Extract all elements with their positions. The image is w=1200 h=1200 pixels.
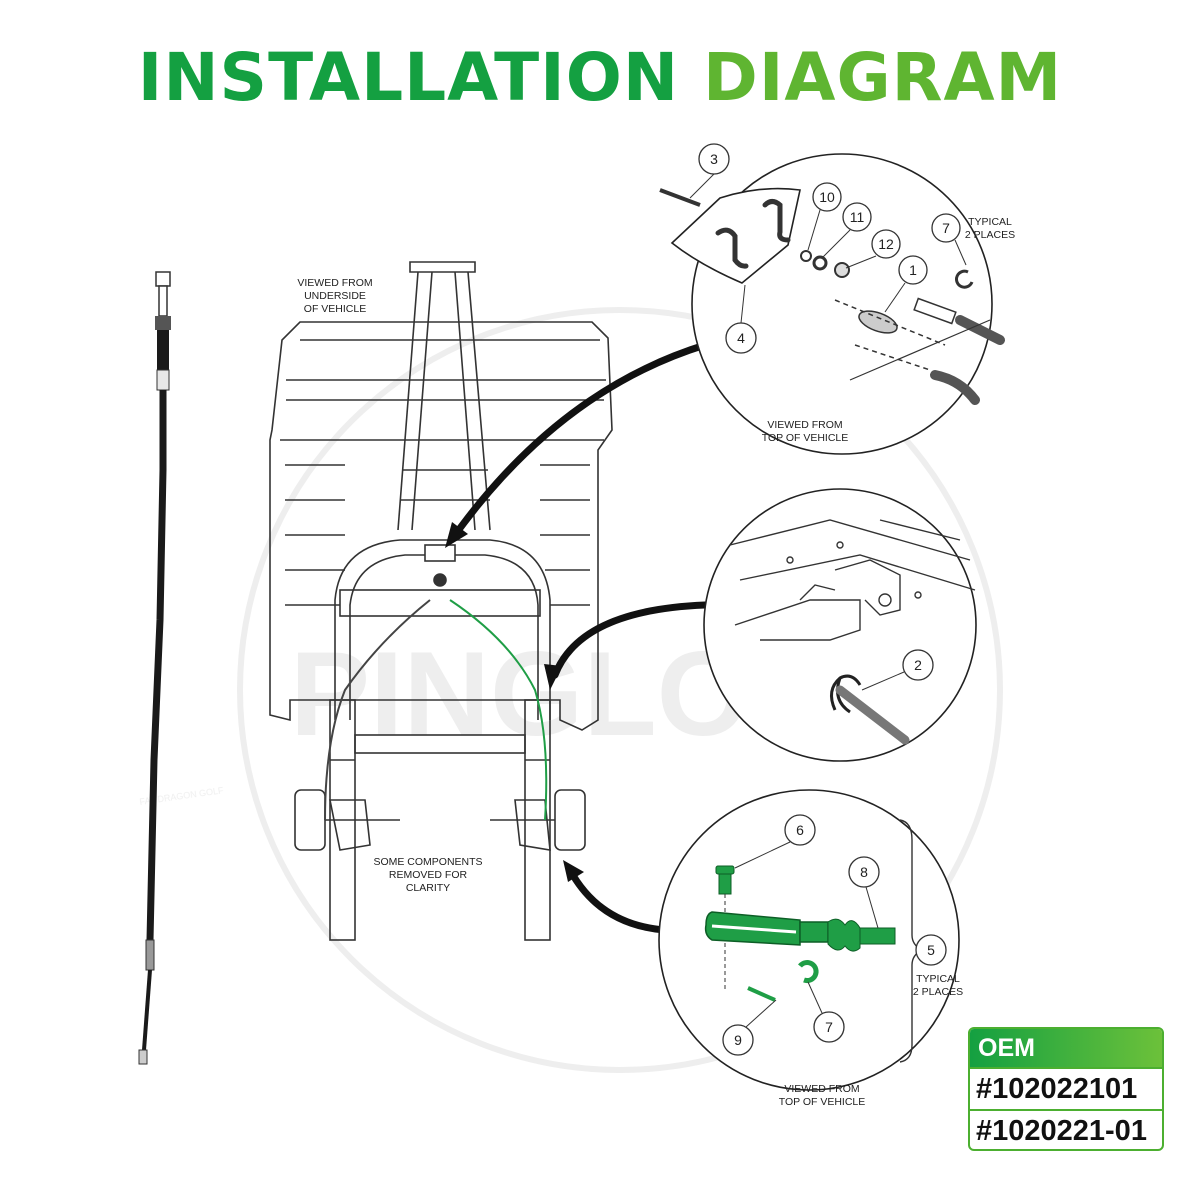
components-note-2: REMOVED FOR	[389, 869, 468, 881]
detail-top: 3 10 11 12 7 1 4 TYPICAL 2 PLACES VIEWED…	[659, 143, 1015, 455]
components-note-1: SOME COMPONENTS	[373, 856, 482, 868]
chassis-view	[269, 261, 613, 941]
callout-3: 3	[710, 151, 718, 167]
callout-5: 5	[927, 942, 935, 958]
callout-10: 10	[819, 189, 835, 205]
callout-4: 4	[737, 330, 745, 346]
chassis-cables	[324, 599, 548, 821]
chassis-labels: VIEWED FROM UNDERSIDE OF VEHICLE SOME CO…	[297, 277, 482, 894]
typical-top-2: 2 PLACES	[965, 229, 1015, 241]
oem-number-2: #1020221-01	[970, 1109, 1162, 1149]
callout-8: 8	[860, 864, 868, 880]
underside-label-3: OF VEHICLE	[304, 303, 366, 315]
underside-label-1: VIEWED FROM	[297, 277, 372, 289]
oem-badge: OEM #102022101 #1020221-01	[968, 1027, 1164, 1151]
callout-11: 11	[850, 209, 865, 225]
oem-header: OEM	[970, 1029, 1162, 1067]
oem-number-1: #102022101	[970, 1067, 1162, 1109]
underside-label-2: UNDERSIDE	[304, 290, 366, 302]
arrow-heads	[445, 522, 584, 882]
detail-bottom: 6 8 5 7 9 TYPICAL 2 PLACES VIEWED FROM T…	[658, 789, 963, 1108]
typical-top-1: TYPICAL	[968, 216, 1012, 228]
callout-7-top: 7	[942, 220, 950, 236]
callout-2: 2	[914, 657, 922, 673]
brake-cable	[138, 271, 171, 1065]
callout-9: 9	[734, 1032, 742, 1048]
callout-6: 6	[796, 822, 804, 838]
title-word-2: DIAGRAM	[703, 39, 1063, 116]
title-word-1: INSTALLATION	[137, 39, 680, 116]
viewed-bottom-1: VIEWED FROM	[784, 1083, 859, 1095]
viewed-top-2: TOP OF VEHICLE	[762, 432, 849, 444]
components-note-3: CLARITY	[406, 882, 450, 894]
callout-7-bottom: 7	[825, 1019, 833, 1035]
callout-1: 1	[909, 262, 917, 278]
page-title: INSTALLATION DIAGRAM	[0, 38, 1200, 118]
viewed-top-1: VIEWED FROM	[767, 419, 842, 431]
detail-middle: 2	[703, 488, 977, 762]
pointer-arrows	[451, 341, 709, 934]
viewed-bottom-2: TOP OF VEHICLE	[779, 1096, 866, 1108]
typical-bottom-2: 2 PLACES	[913, 986, 963, 998]
callout-12: 12	[878, 236, 894, 252]
typical-bottom-1: TYPICAL	[916, 973, 960, 985]
